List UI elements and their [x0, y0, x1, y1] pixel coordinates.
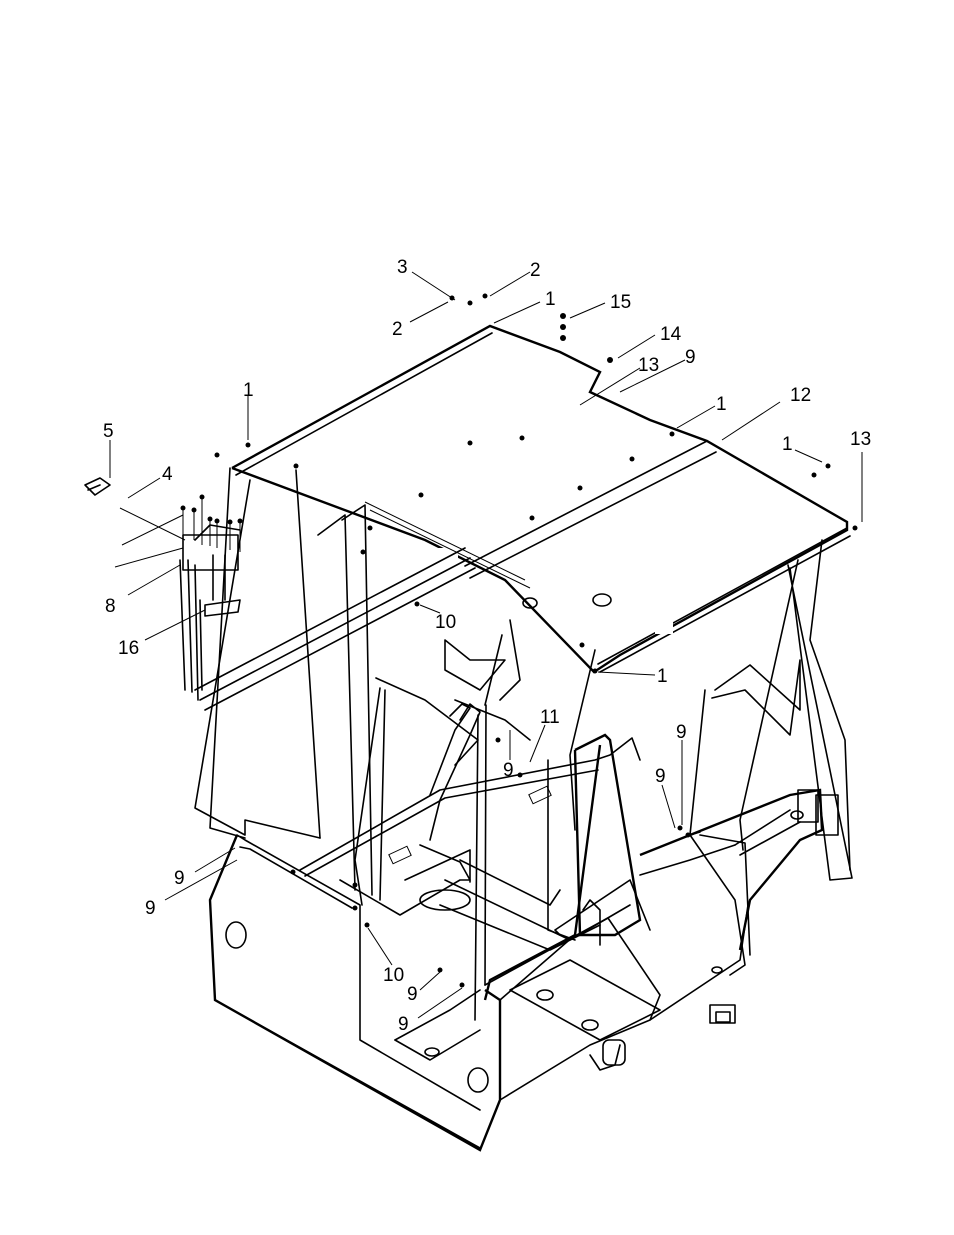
- callout-15: 15: [610, 292, 631, 313]
- body-tub: [208, 733, 839, 1152]
- callout-9: 9: [398, 1014, 409, 1035]
- callout-3: 3: [397, 257, 408, 278]
- side-panels: [194, 467, 853, 906]
- callout-9: 9: [503, 760, 514, 781]
- callout-1: 1: [782, 434, 793, 455]
- callout-4: 4: [162, 464, 173, 485]
- callout-9: 9: [676, 722, 687, 743]
- fasteners: [214, 293, 858, 988]
- callout-11: 11: [540, 707, 560, 728]
- callout-9: 9: [685, 347, 696, 368]
- callout-9: 9: [655, 766, 666, 787]
- callout-10: 10: [435, 612, 456, 633]
- callout-2: 2: [530, 260, 541, 281]
- callout-10: 10: [383, 965, 404, 986]
- callout-13: 13: [850, 429, 871, 450]
- callout-9: 9: [174, 868, 185, 889]
- callout-1: 1: [243, 380, 254, 401]
- callout-2: 2: [392, 319, 403, 340]
- callout-14: 14: [660, 324, 682, 345]
- callout-12: 12: [790, 385, 811, 406]
- callout-1: 1: [716, 394, 727, 415]
- bracket-assembly: [84, 477, 243, 701]
- callout-16: 16: [118, 638, 139, 659]
- callout-5: 5: [103, 421, 114, 442]
- leader-lines: [109, 271, 863, 1019]
- callout-1: 1: [545, 289, 556, 310]
- centre-uprights: [429, 634, 503, 1021]
- bracket-bolts: [180, 494, 243, 552]
- callout-labels: 3 2 2 1 15 14 13 9 1 12 1 13 1 5 4 8 16 …: [103, 257, 871, 1035]
- roof-panel: [231, 324, 851, 674]
- callout-9: 9: [145, 898, 156, 919]
- callout-1: 1: [657, 666, 668, 687]
- callout-8: 8: [105, 596, 116, 617]
- callout-9: 9: [407, 984, 418, 1005]
- callout-13: 13: [638, 355, 659, 376]
- roof-side-rails: [194, 501, 531, 711]
